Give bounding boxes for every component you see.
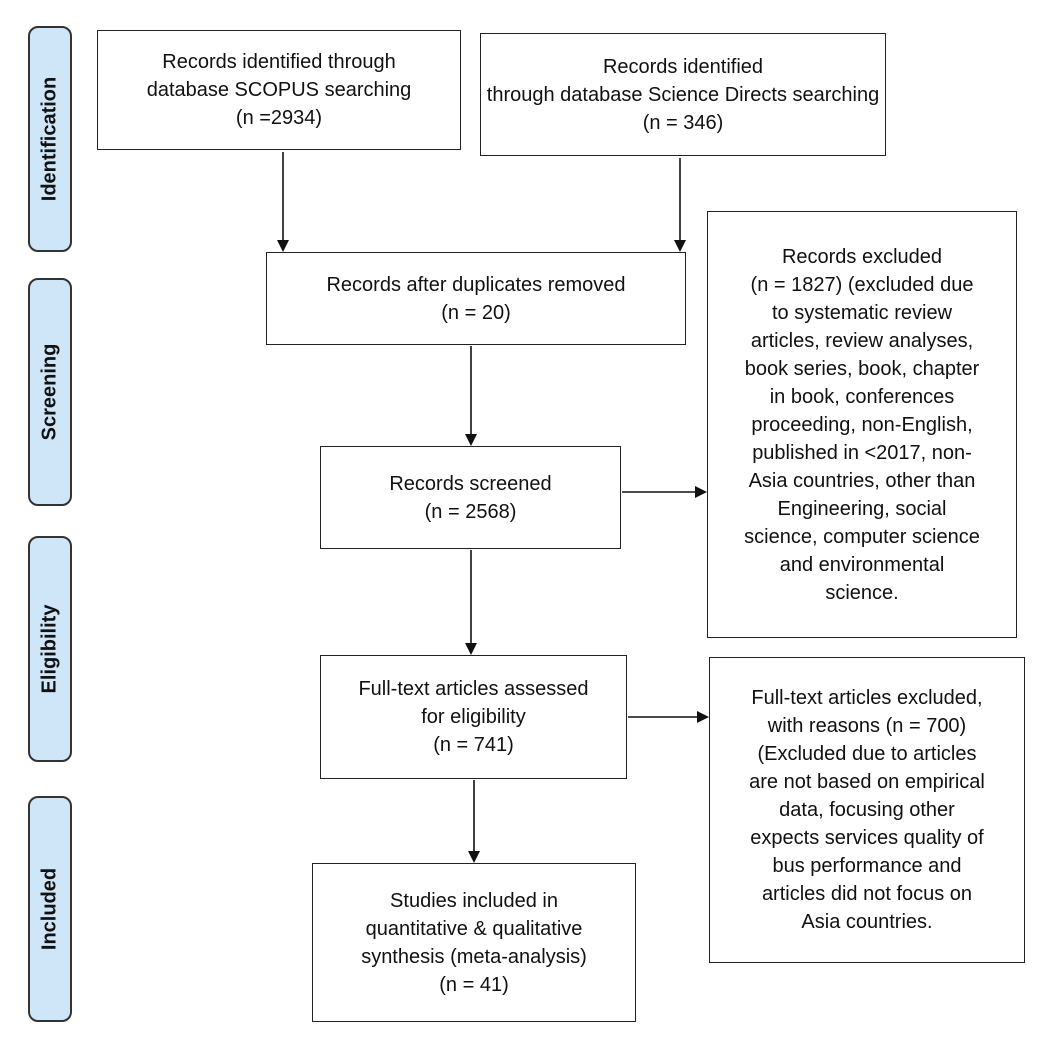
box-text-line: quantitative & qualitative [365,917,583,940]
science-direct-records-box: Records identified through database Scie… [480,33,886,156]
scopus-records-box: Records identified through database SCOP… [97,30,461,150]
box-text-line: synthesis (meta-analysis) [361,945,587,968]
box-text-line: and environmental [779,553,945,576]
box-text-line: published in <2017, non- [752,441,972,464]
box-text-line: Records screened [389,472,552,495]
records-screened-box: Records screened (n = 2568) [320,446,621,549]
box-text-line: (Excluded due to articles [757,743,977,765]
box-text-line: Studies included in [390,889,558,912]
box-text-line: (n = 741) [433,734,514,756]
box-text-line: Records excluded [781,245,943,268]
box-text-line: Full-text articles excluded, [751,687,983,709]
stage-included: Included [28,796,72,1022]
box-text-line: (n = 2568) [424,500,517,523]
stage-identification: Identification [28,26,72,252]
records-excluded-box: Records excluded (n = 1827) (excluded du… [707,211,1017,638]
fulltext-excluded-box: Full-text articles excluded, with reason… [709,657,1025,963]
box-text-line: in book, conferences [769,385,955,408]
box-text-line: science, computer science [744,525,980,548]
duplicates-removed-box: Records after duplicates removed (n = 20… [266,252,686,345]
box-text-line: Records identified through [162,51,396,73]
box-text-line: Asia countries, other than [748,469,976,492]
box-text-line: with reasons (n = 700) [767,715,967,737]
box-text-line: articles did not focus on [761,883,973,905]
box-text-line: Full-text articles assessed [358,678,589,700]
stage-screening: Screening [28,278,72,506]
box-text-line: database SCOPUS searching [146,79,412,101]
box-text-line: book series, book, chapter [744,357,980,380]
box-text-line: bus performance and [772,855,962,877]
box-text-line: data, focusing other [779,799,955,821]
box-text-line: (n = 20) [441,301,511,324]
box-text-line: (n = 346) [642,111,724,134]
box-text-line: Engineering, social [777,497,947,520]
box-text-line: articles, review analyses, [750,329,974,352]
box-text-line: through database Science Directs searchi… [486,83,880,106]
box-text-line: Records identified [602,55,764,78]
box-text-line: (n =2934) [235,107,323,129]
studies-included-box: Studies included in quantitative & quali… [312,863,636,1022]
stage-eligibility: Eligibility [28,536,72,762]
box-text-line: (n = 41) [439,973,509,996]
box-text-line: Asia countries. [801,911,933,933]
fulltext-assessed-box: Full-text articles assessed for eligibil… [320,655,627,779]
box-text-line: science. [825,581,899,604]
box-text-line: (n = 1827) (excluded due [750,273,974,296]
box-text-line: expects services quality of [750,827,984,849]
box-text-line: are not based on empirical [749,771,985,793]
box-text-line: Records after duplicates removed [326,273,626,296]
box-text-line: proceeding, non-English, [751,413,973,436]
box-text-line: to systematic review [771,301,953,324]
box-text-line: for eligibility [421,706,526,728]
